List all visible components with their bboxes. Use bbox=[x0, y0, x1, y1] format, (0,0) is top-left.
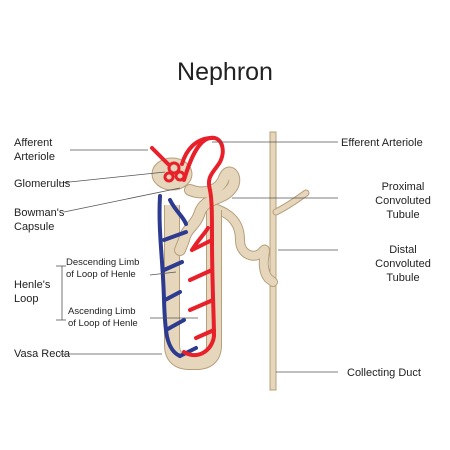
label-afferent-arteriole: Afferent Arteriole bbox=[14, 137, 55, 163]
label-vasa-recta: Vasa Recta bbox=[14, 348, 71, 360]
proximal-convoluted-tubule bbox=[174, 166, 241, 256]
label-bowmans-capsule: Bowman's Capsule bbox=[14, 207, 65, 233]
label-efferent-arteriole: Efferent Arteriole bbox=[341, 137, 423, 149]
vasa-recta-vein bbox=[157, 194, 198, 358]
efferent-arteriole bbox=[180, 136, 214, 166]
label-ascending-limb: Ascending Limb of Loop of Henle bbox=[68, 306, 138, 329]
label-distal-convoluted-tubule: Distal Convoluted Tubule bbox=[375, 244, 431, 284]
afferent-arteriole bbox=[150, 146, 170, 166]
vasa-recta-artery bbox=[182, 135, 225, 358]
collecting-duct bbox=[269, 131, 310, 391]
diagram-title: Nephron bbox=[177, 58, 273, 86]
leader-lines bbox=[56, 141, 338, 373]
label-henles-loop: Henle's Loop bbox=[14, 279, 51, 305]
label-descending-limb: Descending Limb of Loop of Henle bbox=[66, 257, 140, 280]
label-collecting-duct: Collecting Duct bbox=[347, 367, 421, 379]
label-proximal-convoluted-tubule: Proximal Convoluted Tubule bbox=[375, 181, 431, 221]
label-glomerulus: Glomerulus bbox=[14, 178, 71, 190]
glomerulus bbox=[163, 161, 186, 183]
distal-convoluted-tubule bbox=[200, 200, 278, 287]
